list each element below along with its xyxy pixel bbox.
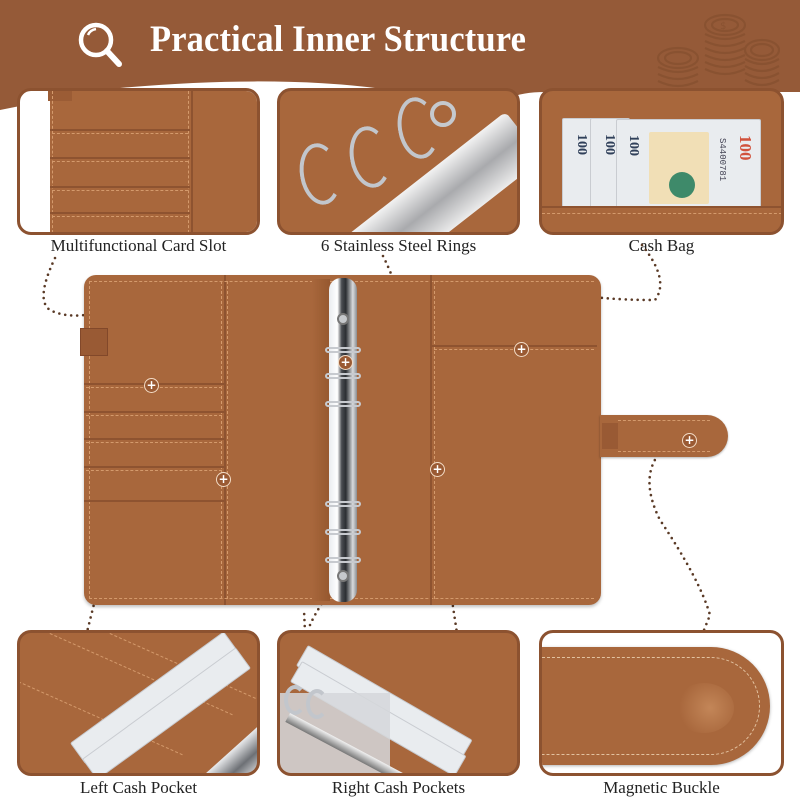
svg-text:$: $ [720,21,726,32]
hotspot-magnetic-buckle[interactable]: + [682,433,697,448]
binder-open: + + + + + [80,275,601,605]
hotspot-card-slot[interactable]: + [144,378,159,393]
hotspot-right-cash-pockets[interactable]: + [430,462,445,477]
hotspot-left-cash-pocket[interactable]: + [216,472,231,487]
steel-rings-panel [277,88,520,235]
hotspot-cash-bag[interactable]: + [514,342,529,357]
magnetic-buckle-panel [539,630,784,776]
magnifier-icon [78,22,122,67]
right-cash-pockets-panel [277,630,520,776]
label-steel-rings: 6 Stainless Steel Rings [320,236,477,255]
cash-bag-panel: 100 100 100 S4400781 100 [539,88,784,235]
header-banner [0,0,800,110]
label-magnetic-buckle: Magnetic Buckle [603,778,720,797]
banknote [70,633,239,765]
ring-icon [344,122,396,192]
label-left-cash-pocket: Left Cash Pocket [79,778,198,797]
left-cash-pocket-panel [17,630,260,776]
banknote: 100 S4400781 100 [616,119,761,209]
ring-icon [294,139,346,209]
ring-icon [284,685,306,715]
label-card-slot: Multifunctional Card Slot [50,236,227,255]
label-right-cash-pockets: Right Cash Pockets [331,778,466,797]
coin-stack-icon: $ [656,13,780,88]
card-slot-panel [17,88,260,235]
magnetic-tab: + [600,415,728,457]
label-cash-bag: Cash Bag [628,236,695,255]
ring-icon [306,689,328,719]
pen-loop [80,328,108,356]
ring-mechanism [329,278,357,602]
hotspot-rings[interactable]: + [338,355,353,370]
page-title: Practical Inner Structure [150,19,527,60]
